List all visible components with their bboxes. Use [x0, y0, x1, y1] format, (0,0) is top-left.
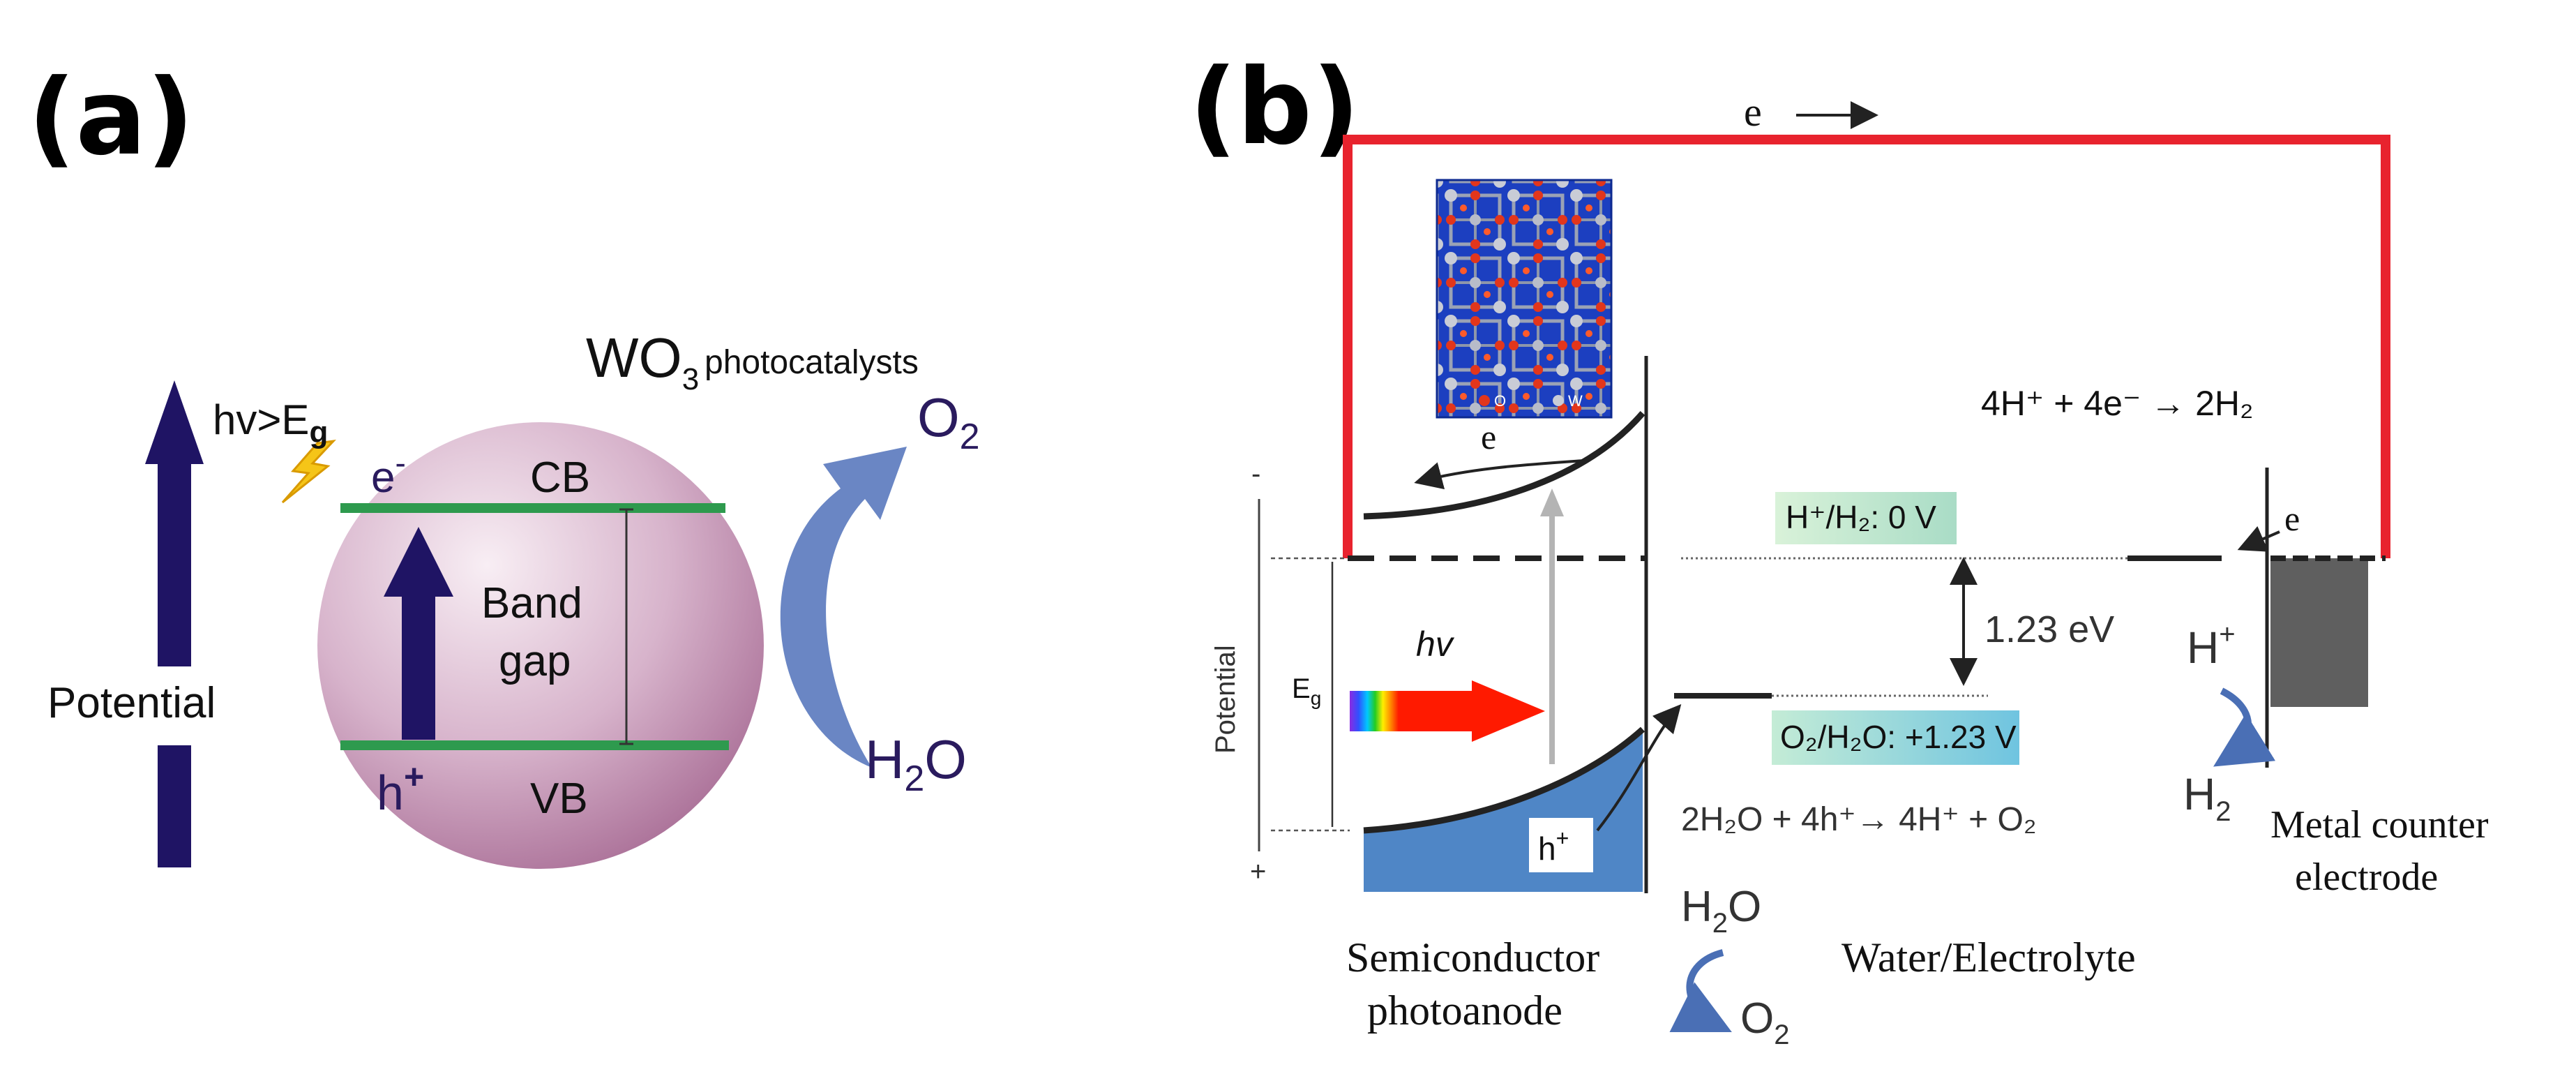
electron-sc-label: e — [1481, 417, 1496, 456]
wo3-particle — [317, 422, 764, 869]
panel-b: (b) e O W - + Potential Eg h+ — [1189, 47, 2489, 1050]
lightning-icon — [281, 439, 336, 504]
photoanode-caption-2: photoanode — [1367, 987, 1562, 1034]
metal-electrode-block — [2270, 558, 2368, 707]
crystal-legend-o: O — [1494, 392, 1506, 410]
hole-label-box — [1529, 818, 1593, 872]
counter-caption-1: Metal counter — [2270, 803, 2489, 846]
reduction-curve-arrow-icon — [2213, 687, 2276, 767]
anode-reaction: 2H₂O + 4h⁺→ 4H⁺ + O₂ — [1681, 801, 2036, 838]
bottom-oxidation-arrow-icon — [1669, 949, 1732, 1032]
vb-label: VB — [530, 775, 588, 823]
panel-a-label: (a) — [28, 57, 194, 179]
h2o-label: H2O — [865, 729, 967, 799]
cathode-reaction: 4H⁺ + 4e⁻ → 2H₂ — [1981, 384, 2253, 423]
oxidation-curve-arrow-icon — [780, 447, 907, 768]
axis-plus: + — [1250, 856, 1266, 887]
counter-caption-2: electrode — [2295, 856, 2438, 899]
excitation-arrow-icon — [384, 527, 453, 740]
photo-excitation-arrowhead — [1540, 488, 1564, 516]
metal-h2-label: H2 — [2183, 769, 2231, 827]
band-gap-label-2: gap — [499, 637, 571, 685]
light-energy-label: hv>Eg — [213, 396, 328, 449]
wo3-label: WO3 — [586, 327, 699, 396]
potential-arrow-icon — [145, 380, 204, 867]
hv-label: hv — [1416, 625, 1455, 664]
potential-label: Potential — [47, 679, 216, 727]
light-arrow-icon — [1399, 680, 1545, 742]
cb-label: CB — [530, 454, 590, 502]
circuit-electron-label: e — [1744, 89, 1762, 135]
photoanode-caption-1: Semiconductor — [1346, 934, 1599, 980]
panel-b-label: (b) — [1189, 47, 1359, 168]
o-level-label: O₂/H₂O: +1.23 V — [1780, 719, 2017, 755]
panel-a: (a) Potential hv>Eg WO3 photocatalysts e… — [28, 57, 980, 869]
semiconductor-valence-region — [1364, 729, 1643, 892]
gap-value-label: 1.23 eV — [1984, 609, 2114, 650]
axis-minus: - — [1251, 458, 1260, 489]
bottom-h2o-label: H2O — [1681, 883, 1761, 939]
crystal-structure-image: O W — [1436, 179, 1613, 419]
electron-metal-label: e — [2284, 499, 2300, 538]
hole-sc-label: h+ — [1538, 826, 1569, 867]
o-level-box — [1772, 710, 2019, 765]
eg-label: Eg — [1292, 673, 1321, 709]
h-level-label: H⁺/H₂: 0 V — [1786, 499, 1936, 535]
hole-label: h+ — [377, 757, 424, 820]
electron-drift-arrow-icon — [1414, 459, 1584, 490]
metal-h-label: H+ — [2187, 619, 2236, 673]
valence-band-curve — [1363, 726, 1645, 834]
electron-metal-arrow-icon — [2237, 525, 2280, 552]
o2-label: O2 — [917, 387, 980, 457]
electrolyte-caption: Water/Electrolyte — [1841, 934, 2136, 980]
external-circuit-wire — [1343, 135, 2390, 558]
spectrum-bar-icon — [1350, 691, 1399, 731]
electron-label: e- — [371, 445, 406, 502]
crystal-legend-w: W — [1568, 392, 1583, 410]
photocatalysts-label: photocatalysts — [705, 344, 919, 381]
bottom-o2-label: O2 — [1740, 994, 1789, 1050]
conduction-band-curve — [1363, 411, 1645, 520]
h-level-box — [1775, 492, 1957, 544]
potential-axis-label: Potential — [1210, 645, 1241, 754]
hole-transfer-arrow-icon — [1596, 703, 1682, 832]
band-gap-label-1: Band — [481, 579, 582, 627]
